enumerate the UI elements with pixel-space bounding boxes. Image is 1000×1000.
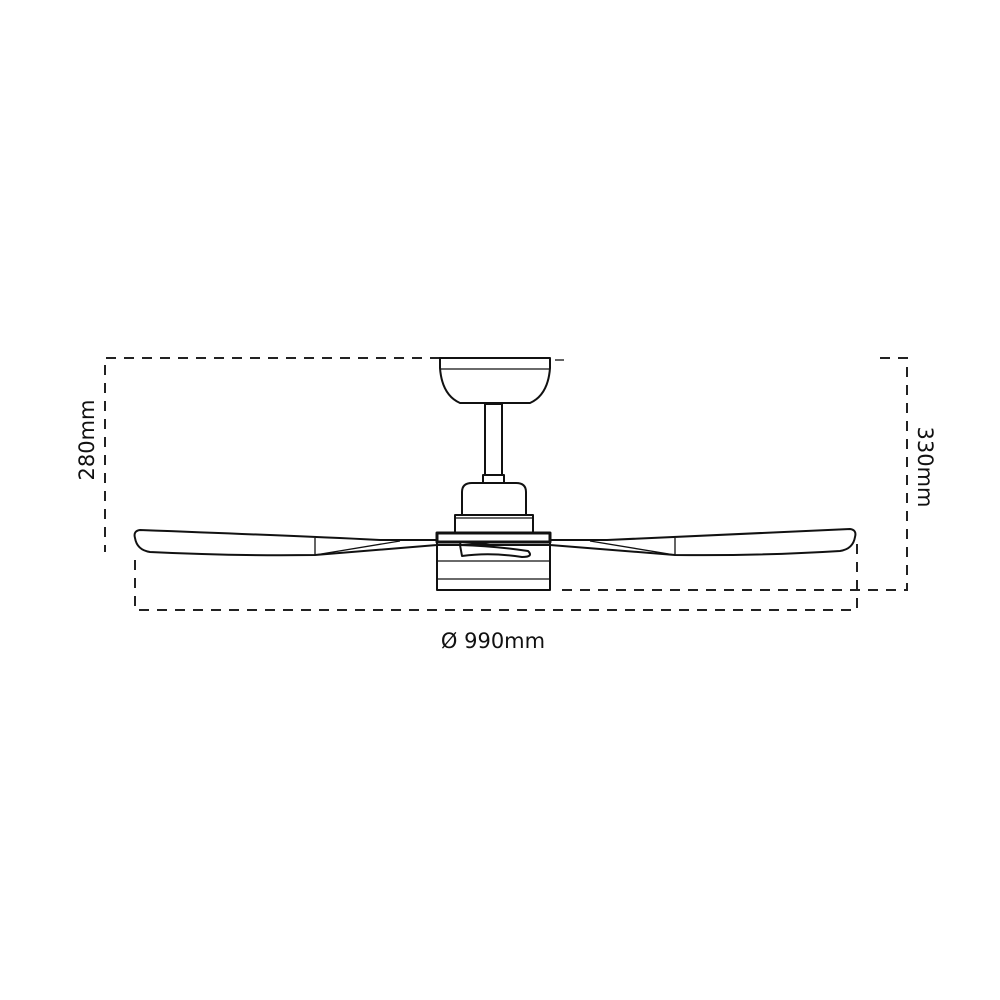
height-330-dimension xyxy=(555,357,908,591)
right-blade xyxy=(549,528,857,557)
canopy xyxy=(439,357,551,404)
downrod xyxy=(482,403,505,484)
diameter-dimension xyxy=(134,540,858,611)
motor-housing xyxy=(454,482,534,534)
light-housing xyxy=(436,544,551,591)
height-330-label: 330mm xyxy=(913,427,937,508)
left-blade xyxy=(133,529,438,557)
height-280-label: 280mm xyxy=(75,400,99,481)
height-280-dimension xyxy=(104,357,440,552)
diameter-label: Ø 990mm xyxy=(441,629,545,653)
